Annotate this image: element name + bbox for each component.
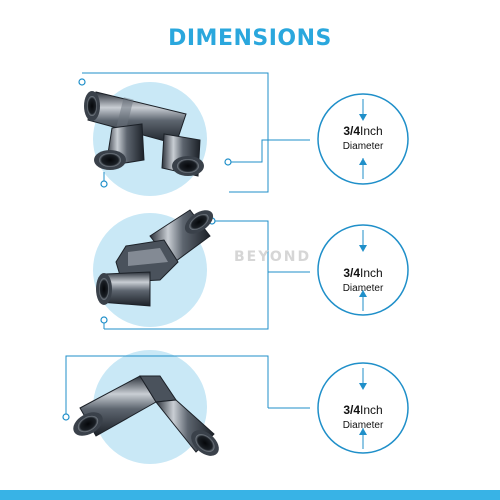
tee-dimension-label: 3/4Inch Diameter xyxy=(326,122,400,152)
coupling-callout-line xyxy=(104,220,269,330)
coupling-dimension-circle xyxy=(317,224,409,316)
connector-dot-icon xyxy=(62,413,70,421)
coupling-unit: Inch xyxy=(360,266,383,280)
elbow-unit: Inch xyxy=(360,403,383,417)
elbow-backdrop-circle xyxy=(93,350,207,464)
connector-dot-icon xyxy=(224,158,232,166)
coupling-diameter-label: Diameter xyxy=(342,283,384,294)
elbow-diameter-label: Diameter xyxy=(342,420,384,431)
arrow-down-icon xyxy=(359,383,367,390)
elbow-size: 3/4 xyxy=(343,403,360,417)
brand-watermark: BEYOND xyxy=(234,249,312,265)
tee-fitting-group xyxy=(78,72,409,196)
tee-dimension-circle xyxy=(317,93,409,185)
tee-unit: Inch xyxy=(360,124,383,138)
coupling-size: 3/4 xyxy=(343,266,360,280)
arrow-down-icon xyxy=(359,245,367,252)
elbow-fitting-group xyxy=(62,350,409,464)
arrow-up-icon xyxy=(359,290,367,297)
tee-diameter-label: Diameter xyxy=(342,141,384,152)
elbow-callout-line xyxy=(65,355,269,416)
arrow-up-icon xyxy=(359,428,367,435)
tee-callout-line xyxy=(82,72,269,193)
bottom-accent-bar xyxy=(0,490,500,500)
connector-dot-icon xyxy=(100,180,108,188)
connector-dot-icon xyxy=(100,316,108,324)
arrow-down-icon xyxy=(359,114,367,121)
coupling-dimension-label: 3/4Inch Diameter xyxy=(326,264,400,294)
elbow-dimension-label: 3/4Inch Diameter xyxy=(326,401,400,431)
tee-leader-line xyxy=(231,139,310,163)
coupling-fitting-image xyxy=(96,209,214,307)
elbow-fitting-image xyxy=(73,375,219,456)
coupling-fitting-group xyxy=(93,209,409,330)
elbow-dimension-circle xyxy=(317,362,409,454)
arrow-up-icon xyxy=(359,158,367,165)
tee-fitting-image xyxy=(84,91,204,177)
connector-dot-icon xyxy=(78,78,86,86)
tee-size: 3/4 xyxy=(343,124,360,138)
page-title: DIMENSIONS xyxy=(168,26,332,51)
